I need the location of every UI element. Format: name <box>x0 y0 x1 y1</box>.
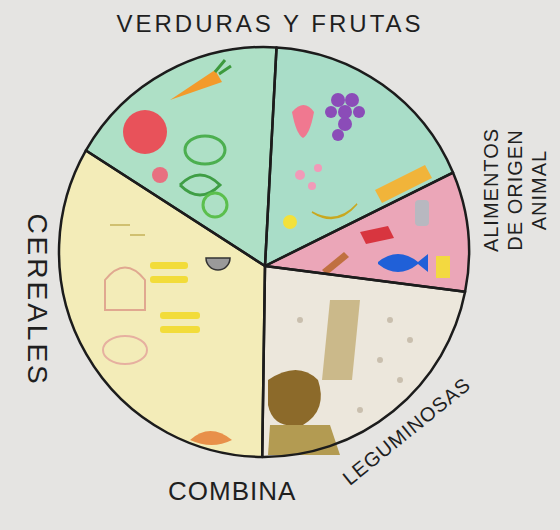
sector-outline <box>16 146 269 461</box>
lemon <box>283 215 297 229</box>
bowl <box>206 258 230 270</box>
bread <box>105 268 145 311</box>
food-group-sector: ALIMENTOS DE ORIGEN ANIMAL <box>261 118 555 296</box>
sector-border <box>86 47 277 266</box>
sector-outline <box>81 6 457 270</box>
group-heading: CEREALES <box>20 213 52 386</box>
berries <box>295 164 322 190</box>
sector-border <box>59 150 265 457</box>
cereals-fill <box>59 150 265 457</box>
apple <box>123 110 167 154</box>
drumstick <box>322 252 349 275</box>
milk-bottle <box>415 200 429 226</box>
corn <box>150 262 200 333</box>
bean-specks <box>297 317 413 413</box>
sector-border <box>265 47 453 266</box>
food-group-sector: LEGUMINOSAS <box>258 262 480 494</box>
lettuce <box>203 193 227 217</box>
chickpeas <box>268 425 340 455</box>
strawberry <box>292 105 314 138</box>
legumes-fill <box>262 266 465 457</box>
group-heading: VERDURAS Y FRUTAS <box>117 10 424 38</box>
pepper <box>185 136 225 164</box>
fish <box>378 254 428 272</box>
group-heading: LEGUMINOSAS <box>338 372 475 489</box>
grapes <box>325 93 365 141</box>
meat <box>360 226 394 244</box>
food-group-sector: CEREALES <box>16 146 269 461</box>
tortilla <box>103 336 147 364</box>
carrot <box>170 70 222 100</box>
bun <box>190 431 232 445</box>
grain-marks <box>110 225 145 235</box>
food-group-sector: VERDURAS Y FRUTAS <box>81 6 457 270</box>
banana <box>312 204 357 218</box>
sector-border <box>265 173 469 292</box>
group-heading: ALIMENTOS DE ORIGEN ANIMAL <box>479 122 551 258</box>
cheese <box>436 256 450 278</box>
radish <box>152 167 168 183</box>
lentils <box>268 370 321 426</box>
plate-note: COMBINA <box>168 477 296 507</box>
bean-strip <box>322 300 360 380</box>
carrot-leaves <box>215 60 231 74</box>
sector-border <box>262 266 465 457</box>
